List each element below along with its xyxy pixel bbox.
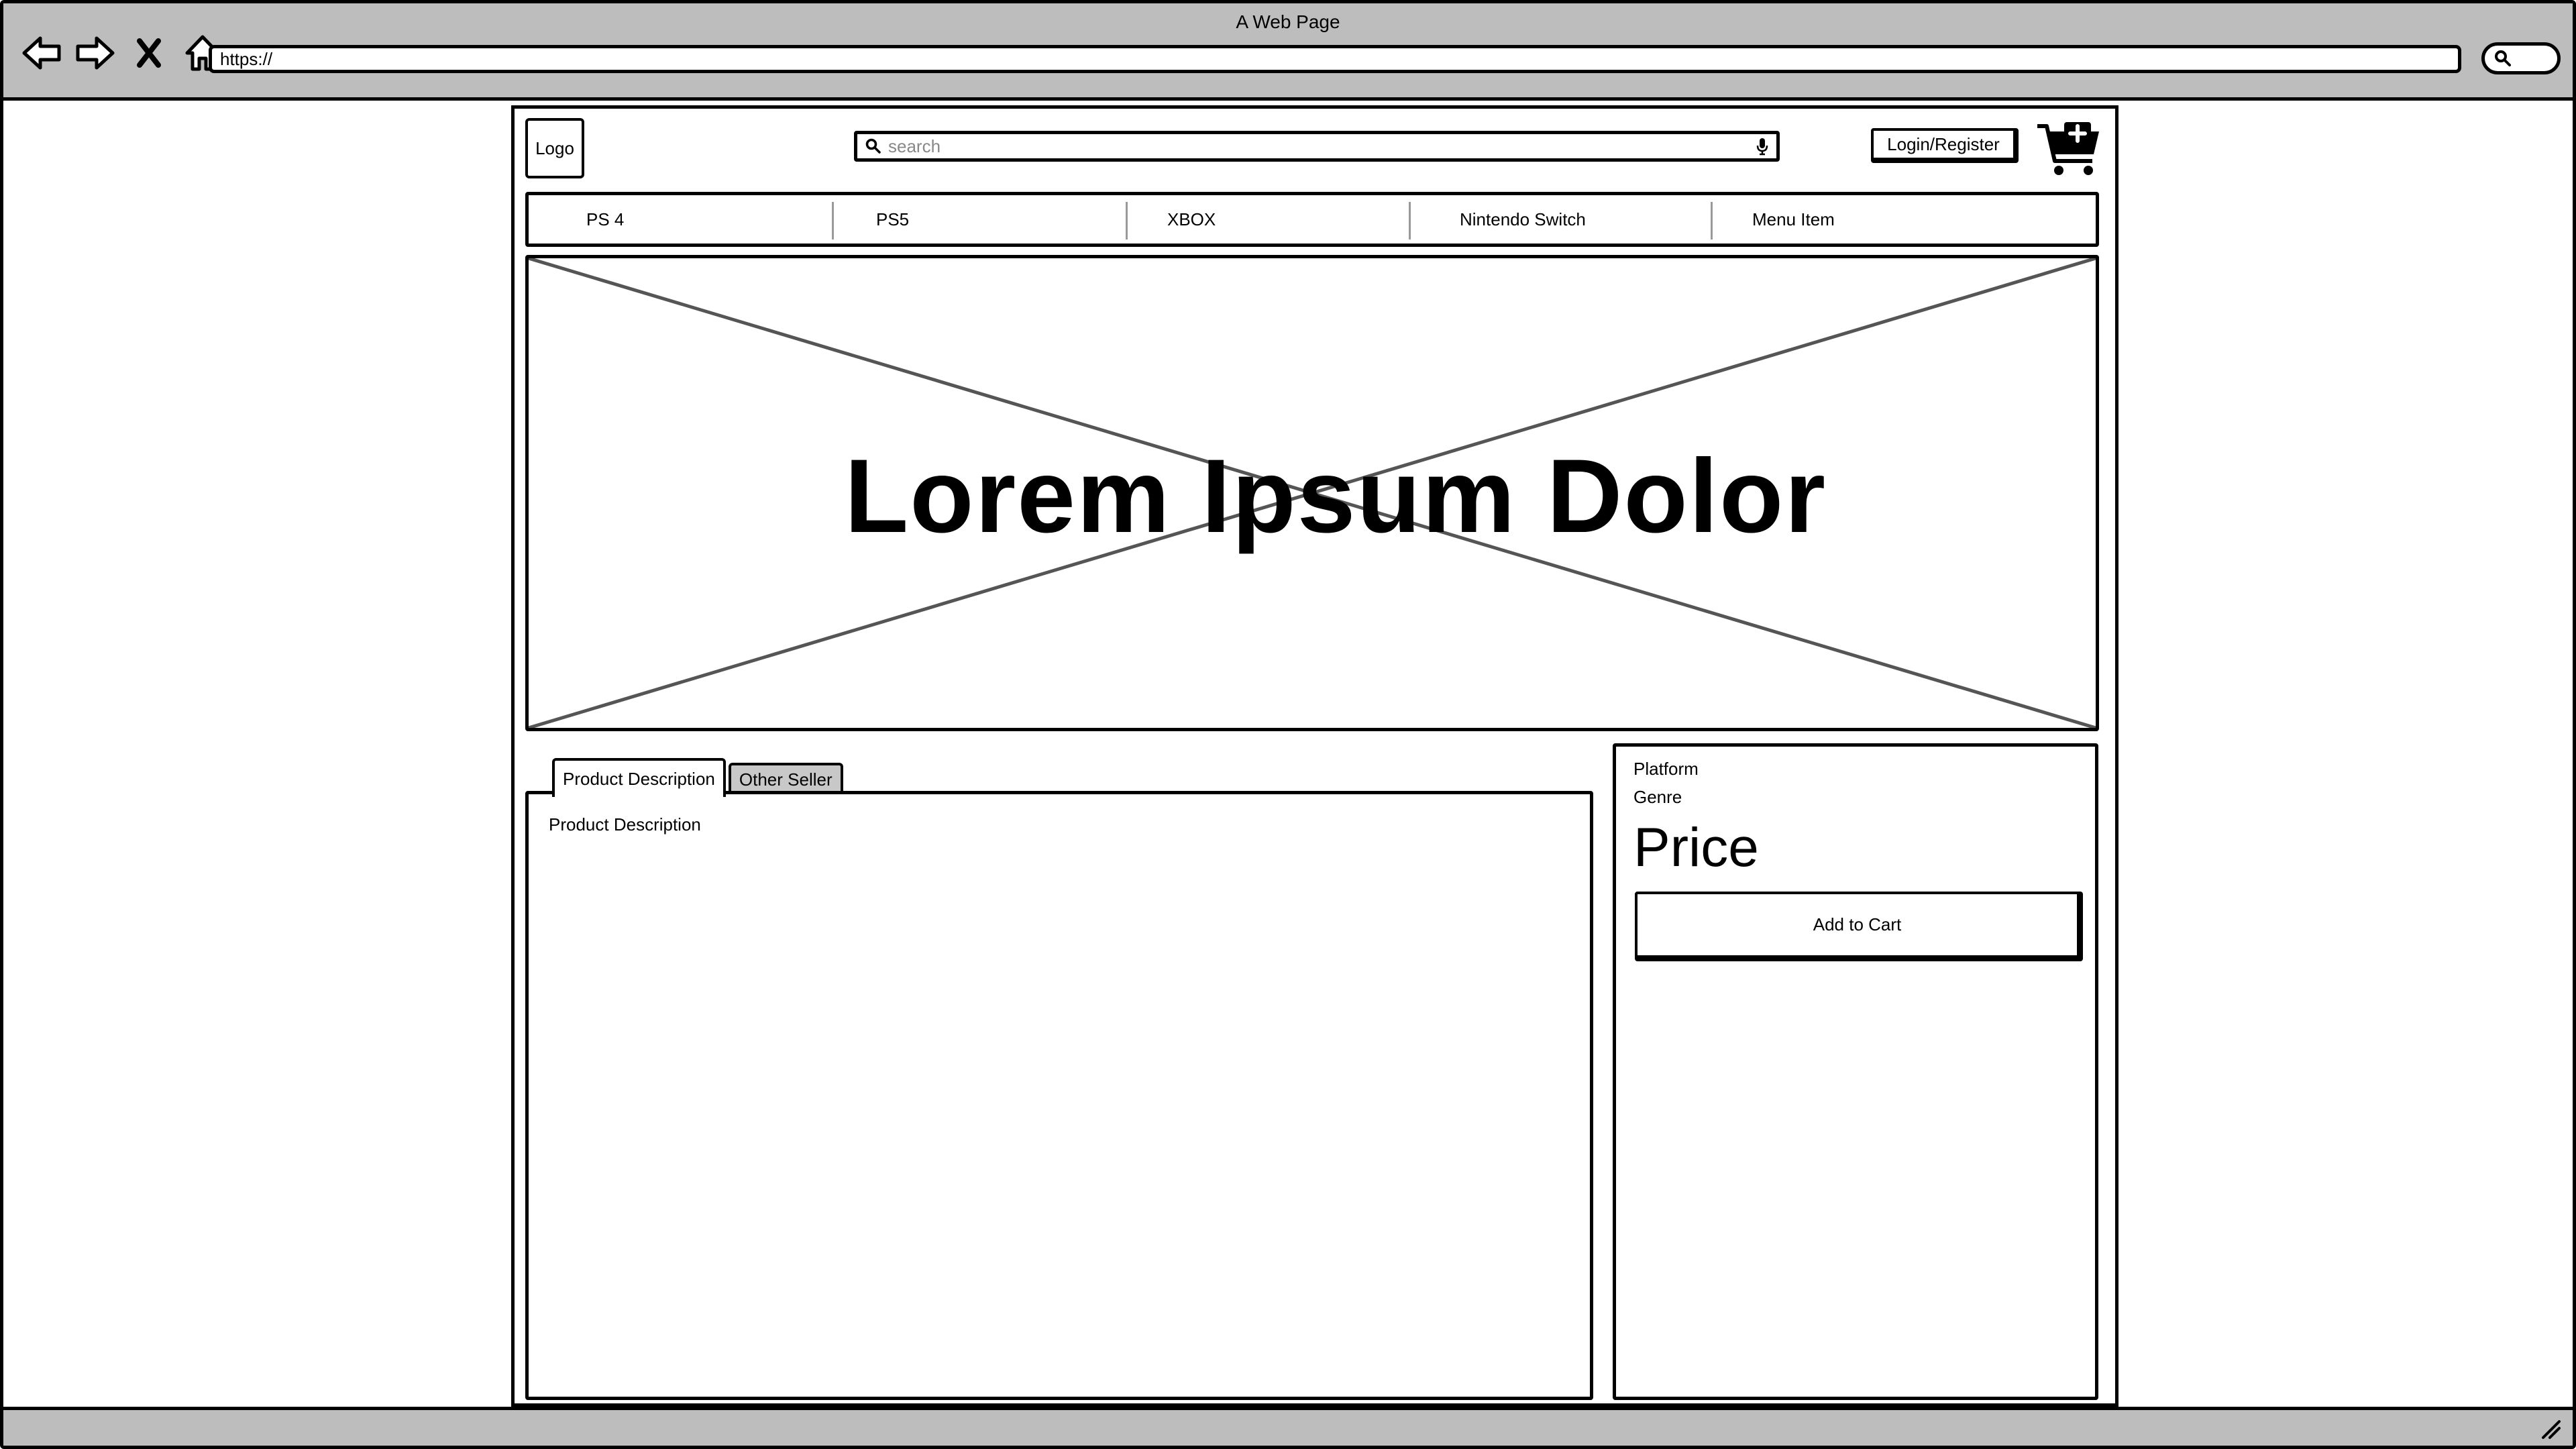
site-search [854,131,1780,162]
shopping-cart-add-icon[interactable] [2036,122,2103,177]
product-info-panel: Platform Genre Price Add to Cart [1613,743,2098,1400]
platform-label: Platform [1633,759,1699,779]
menu-separator [832,202,836,239]
menu-item-ps5[interactable]: PS5 [876,209,910,229]
add-to-cart-button[interactable]: Add to Cart [1635,892,2083,961]
main-menu: PS 4 PS5 XBOX Nintendo Switch Menu Item [525,192,2099,247]
login-register-button[interactable]: Login/Register [1871,128,2019,163]
browser-nav-controls [21,33,223,73]
browser-titlebar: A Web Page https:// [3,3,2573,101]
image-placeholder-cross [529,258,2096,728]
hero-image-placeholder: Lorem Ipsum Dolor [525,255,2099,731]
menu-separator [1711,202,1715,239]
menu-item-xbox[interactable]: XBOX [1167,209,1216,229]
menu-item-ps4[interactable]: PS 4 [586,209,625,229]
menu-separator [1126,202,1130,239]
logo-label: Logo [535,138,574,158]
browser-statusbar [3,1407,2573,1446]
menu-separator [1409,202,1413,239]
hero-title: Lorem Ipsum Dolor [844,437,1827,555]
menu-item-generic[interactable]: Menu Item [1752,209,1835,229]
price-label: Price [1633,817,1759,878]
tab-panel: Product Description [525,791,1593,1400]
genre-label: Genre [1633,787,1682,807]
web-page: Logo Login/Register PS 4 PS5 XBOX [511,105,2118,1407]
search-icon [2495,50,2511,66]
window-title: A Web Page [1236,11,1340,32]
microphone-icon[interactable] [1756,137,1768,156]
tab-other-seller[interactable]: Other Seller [728,763,843,794]
menu-item-nintendo-switch[interactable]: Nintendo Switch [1460,209,1586,229]
tab-product-description[interactable]: Product Description [552,758,726,797]
logo[interactable]: Logo [525,118,584,178]
tab-panel-text: Product Description [549,814,701,835]
search-icon [865,138,881,154]
close-x-icon[interactable] [128,33,170,73]
browser-search-field[interactable] [2481,42,2561,74]
url-bar[interactable]: https:// [209,45,2461,73]
resize-grip-icon[interactable] [2538,1416,2562,1440]
product-tabs: Product Description Other Seller [552,756,843,797]
search-input[interactable] [888,136,1750,157]
forward-arrow-icon[interactable] [74,33,116,73]
back-arrow-icon[interactable] [21,33,62,73]
